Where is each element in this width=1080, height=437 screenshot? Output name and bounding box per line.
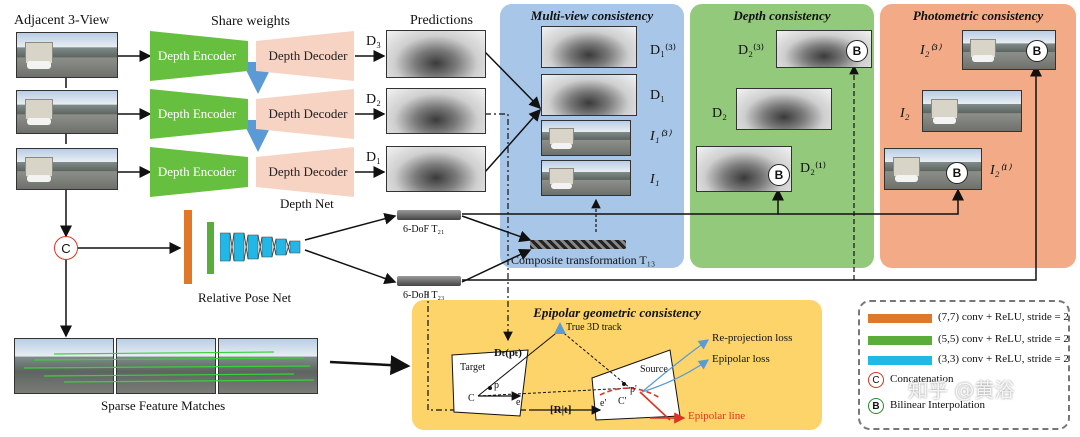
legend-text-bilinear: Bilinear Interpolation — [890, 399, 985, 411]
dc-d2-image — [736, 88, 832, 130]
epi-p-label: p — [494, 380, 499, 391]
mv-i1-image — [541, 160, 631, 196]
epi-cprime-label: C' — [618, 396, 627, 407]
pose-t21-label: 6-DoF T₂₁ — [403, 224, 445, 235]
epi-e-label: e — [516, 397, 521, 408]
multiview-title: Multi-view consistency — [530, 8, 654, 23]
prediction-depth-1 — [386, 146, 486, 192]
legend-text-5: (5,5) conv + ReLU, stride = 2 — [938, 333, 1069, 345]
epi-source-label: Source — [640, 364, 668, 375]
mv-d1-label: D₁ — [650, 88, 665, 103]
ph-bilinear-top: B — [1026, 40, 1048, 62]
epipolar-title: Epipolar geometric consistency — [533, 305, 701, 320]
pose-net-conv7 — [184, 210, 192, 284]
epi-target-label: Target — [460, 362, 486, 373]
dc-bilinear-top: B — [846, 40, 868, 62]
ph-i23-label: I₂⁽³⁾ — [920, 43, 941, 58]
legend-text-7: (7,7) conv + ReLU, stride = 2 — [938, 311, 1069, 323]
legend-concat-icon: C — [868, 372, 884, 388]
pose-t21-bar — [397, 210, 461, 220]
dc-bilinear-bottom: B — [768, 164, 790, 186]
mv-i13-image — [541, 120, 631, 156]
epi-track-label: True 3D track — [566, 322, 622, 333]
composite-label: Composite transformation T₁₃ — [511, 253, 656, 267]
epi-dt-label: Dₜ(pₜ) — [494, 347, 522, 359]
legend-text-concat: Concatenation — [890, 373, 954, 385]
mv-d1-image — [541, 74, 637, 116]
composite-bar — [530, 240, 626, 249]
legend-swatch-3 — [868, 356, 932, 365]
epi-rt-label: [R|t] — [550, 404, 572, 416]
share-weights-label: Share weights — [211, 14, 290, 29]
legend-swatch-7 — [868, 314, 932, 323]
depth-net-label: Depth Net — [280, 196, 334, 211]
sparse-image-2 — [116, 338, 216, 394]
view-image-3 — [16, 32, 118, 78]
depth-consistency-title: Depth consistency — [733, 8, 831, 23]
pose-t23-bar — [397, 276, 461, 286]
legend-text-3: (3,3) conv + ReLU, stride = 2 — [938, 353, 1069, 365]
adjacent-views-title: Adjacent 3-View — [14, 13, 110, 28]
mv-d13-image — [541, 26, 637, 68]
dc-d21-label: D₂⁽¹⁾ — [800, 161, 827, 176]
watermark: 知乎 @黄浴 — [908, 378, 1015, 402]
sparse-match-lines — [23, 351, 315, 383]
ph-i2-label: I₂ — [900, 106, 910, 121]
ph-i2-image — [922, 90, 1022, 132]
pose-t23-label: 6-DoF T₂₃ — [403, 290, 445, 301]
view-image-2 — [16, 90, 118, 134]
view-image-1 — [16, 148, 118, 190]
epi-pprime-label: p' — [630, 384, 637, 395]
ph-i21-image — [884, 148, 982, 190]
pose-net-conv3 — [220, 232, 301, 262]
mv-i13-label: I₁⁽³⁾ — [650, 129, 671, 144]
ph-i21-label: I₂⁽¹⁾ — [990, 163, 1011, 178]
mv-i1-label: I₁ — [650, 172, 660, 187]
epi-reproj-label: Re-projection loss — [712, 332, 793, 344]
mv-d13-label: D₁⁽³⁾ — [650, 43, 677, 58]
dc-d23-label: D₂⁽³⁾ — [738, 43, 765, 58]
epi-eprime-label: e' — [600, 398, 607, 409]
legend-swatch-5 — [868, 336, 932, 345]
d2-label: D₂ — [366, 92, 381, 107]
epi-loss-label: Epipolar loss — [712, 353, 770, 365]
sparse-image-1 — [14, 338, 114, 394]
predictions-label: Predictions — [410, 13, 473, 28]
legend-bilinear-icon: B — [868, 398, 884, 414]
prediction-depth-3 — [386, 30, 486, 78]
concat-node: C — [54, 236, 78, 260]
photometric-title: Photometric consistency — [912, 8, 1044, 23]
d1-label: D₁ — [366, 150, 381, 165]
epi-line-label: Epipolar line — [688, 410, 746, 422]
dc-d2-label: D₂ — [712, 106, 727, 121]
d3-label: D₃ — [366, 34, 381, 49]
epi-c-label: C — [468, 393, 475, 404]
pose-net-label: Relative Pose Net — [198, 290, 292, 305]
ph-bilinear-bottom: B — [946, 162, 968, 184]
pose-net-conv5 — [207, 222, 214, 274]
sparse-label: Sparse Feature Matches — [101, 398, 226, 413]
prediction-depth-2 — [386, 88, 486, 134]
